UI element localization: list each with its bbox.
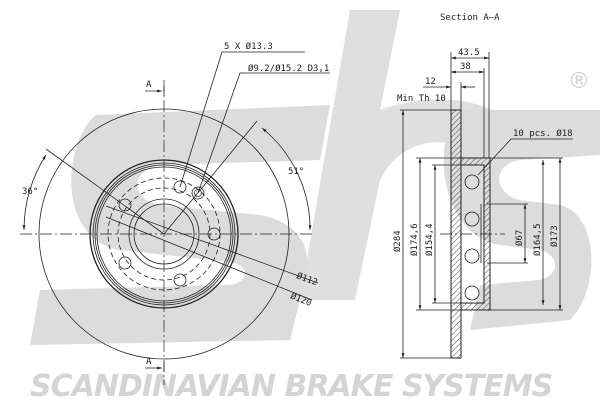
dia-174-6: Ø174,6 [409, 223, 420, 256]
hat-outer-edge [89, 159, 239, 309]
section-marker-bottom: A [146, 357, 152, 367]
dim-38: 38 [460, 62, 471, 72]
dia-154-4: Ø154,4 [424, 223, 435, 256]
registered-mark: ® [568, 69, 590, 94]
brand-tagline: SCANDINAVIAN BRAKE SYSTEMS [30, 369, 552, 400]
disc-outer-edge [38, 108, 290, 360]
vent-holes [464, 174, 480, 301]
dia-164-5: Ø164,5 [532, 223, 543, 256]
bolt-holes [118, 180, 221, 287]
thread-label: Ø9.2/Ø15.2 D3,1 [248, 63, 329, 74]
dia-284: Ø284 [392, 230, 403, 252]
vent-holes-label: 10 pcs. Ø18 [513, 128, 573, 139]
min-thickness: Min Th 10 [397, 94, 446, 104]
angle-36: 36° [22, 187, 38, 197]
section-view: Section A–A 43.5 38 12 Min Th 10 10 pcs.… [392, 13, 573, 359]
holes-label: 5 X Ø13.3 [224, 41, 273, 52]
section-title: Section A–A [440, 13, 500, 23]
dia-173: Ø173 [549, 225, 560, 247]
center-bore [133, 203, 195, 265]
dim-43-5: 43.5 [458, 48, 480, 58]
angle-51: 51° [288, 167, 304, 177]
section-marker-top: A [146, 80, 152, 90]
front-view: 5 X Ø13.3 Ø9.2/Ø15.2 D3,1 A A 36° 51° Ø1… [20, 41, 330, 385]
dim-12: 12 [425, 77, 436, 87]
dia-67: Ø67 [514, 230, 525, 246]
